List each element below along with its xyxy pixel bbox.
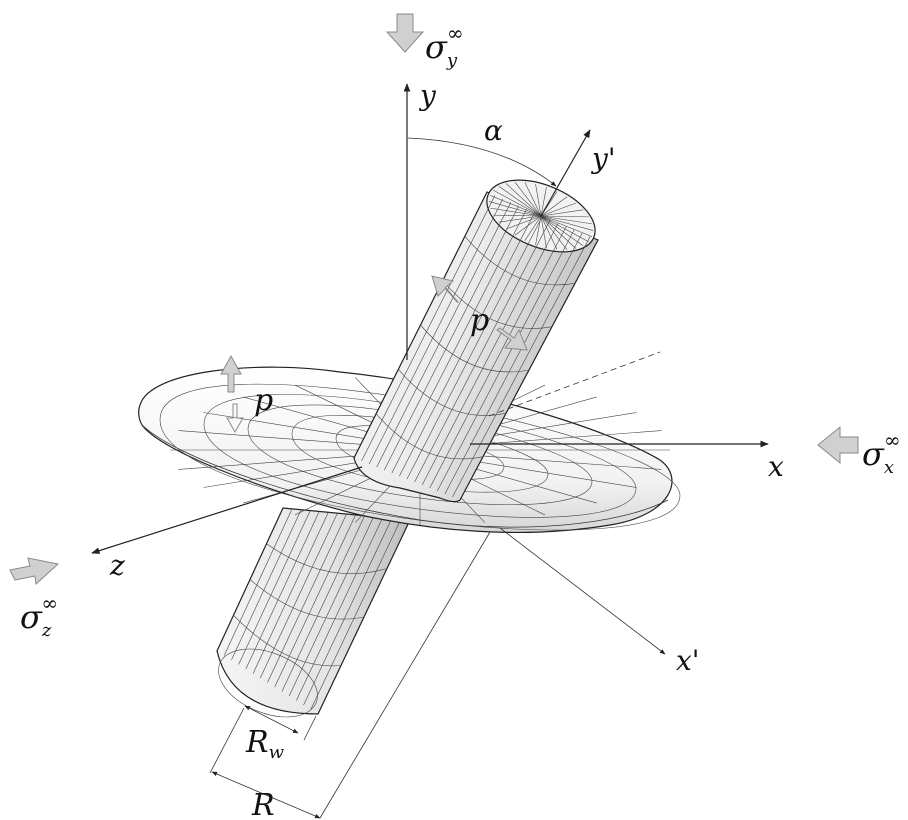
label-alpha: α: [484, 114, 503, 147]
label-pressure-frac: p: [254, 383, 273, 418]
label-x-prime: x': [676, 644, 700, 677]
dimension-lines: [209, 531, 491, 819]
stress-arrows: [9, 13, 859, 586]
pressure-arrow-upper-right: [496, 327, 528, 351]
wellbore-lower: [216, 507, 411, 718]
z-axis: [91, 466, 363, 554]
label-sigma-y: σy∞: [425, 21, 464, 71]
label-sigma-x: σx∞: [862, 428, 901, 478]
labels: y x z y' x' α p p Rw R σy∞ σx∞ σz∞: [20, 21, 901, 820]
sigma-x-arrow: [817, 425, 859, 465]
sigma-z-arrow: [9, 557, 60, 586]
x-prime-hidden: [488, 351, 661, 417]
pressure-arrow-up: [220, 354, 242, 393]
coordinate-axes: [91, 83, 769, 655]
pressure-arrow-down: [226, 403, 244, 434]
y-prime-axis: [540, 129, 591, 217]
label-pressure-well: p: [470, 303, 489, 338]
pressure-arrow-upper-left: [431, 275, 460, 303]
sigma-y-arrow: [385, 13, 425, 53]
label-r: R: [251, 788, 275, 820]
r-dimension: [211, 771, 321, 819]
label-z: z: [109, 549, 125, 582]
label-rw: Rw: [245, 725, 285, 763]
x-prime-axis: [499, 527, 666, 655]
wellbore-upper: [353, 179, 599, 503]
rw-dimension: [244, 705, 299, 734]
label-sigma-z: σz∞: [20, 591, 58, 641]
angle-arc: [407, 137, 557, 187]
label-y: y: [418, 79, 437, 112]
label-y-prime: y': [590, 142, 616, 175]
pressure-arrows: [220, 275, 528, 434]
label-x: x: [768, 450, 784, 483]
